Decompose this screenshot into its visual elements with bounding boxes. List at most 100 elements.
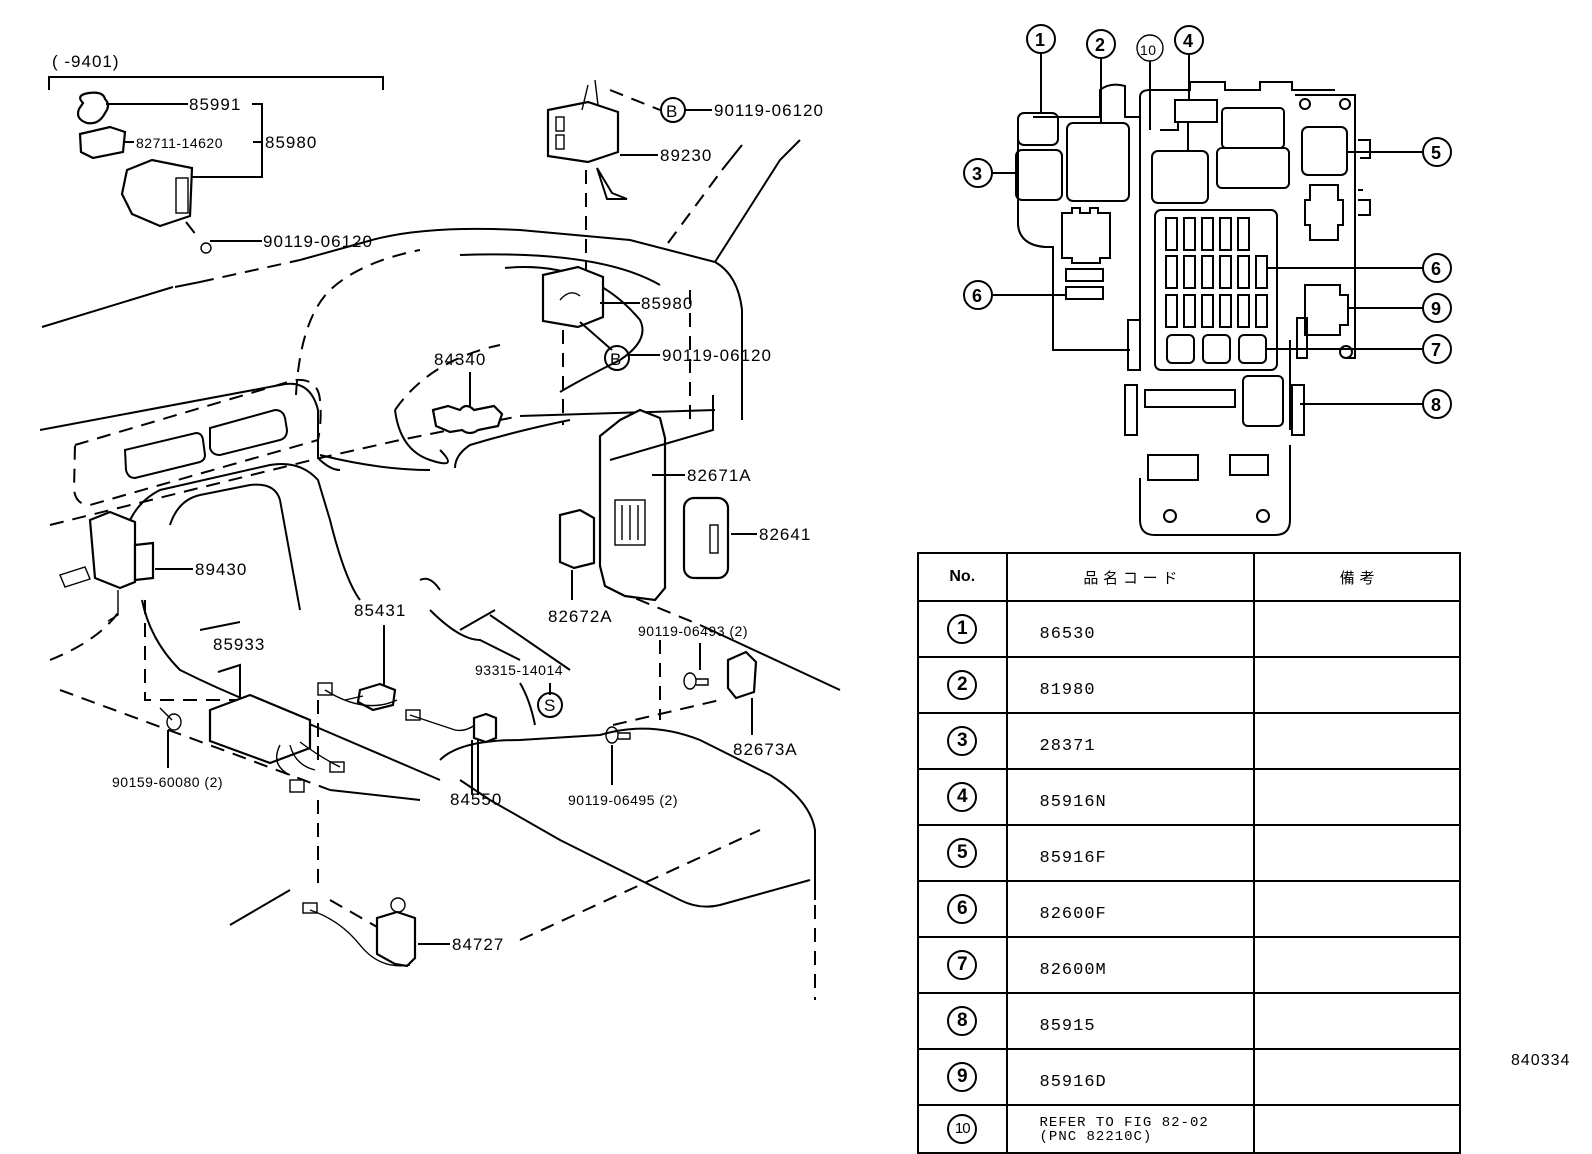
bolt-90159-60080 (159, 707, 182, 731)
part-code[interactable]: 85915 (1005, 992, 1256, 1050)
part-82711-14620-cover (78, 125, 127, 160)
bolt-90119-06495 (605, 726, 631, 744)
callout-84340[interactable]: 84340 (434, 350, 486, 369)
note (1253, 712, 1461, 770)
jb-callout-10[interactable]: 10 (1140, 42, 1157, 58)
part-85933-motor (208, 693, 345, 793)
callout-82641[interactable]: 82641 (759, 525, 811, 544)
row-number: 1 (947, 614, 978, 644)
row-number: 9 (947, 1062, 978, 1092)
jb-callout-5[interactable]: 5 (1431, 143, 1441, 163)
part-82641-ecu (682, 496, 730, 580)
date-range-note: ( -9401) (52, 52, 120, 71)
callout-85933[interactable]: 85933 (213, 635, 265, 654)
header-note: 備 考 (1253, 552, 1461, 602)
fuse-grid (1165, 217, 1268, 364)
part-code[interactable]: 85916F (1005, 824, 1256, 882)
callout-84550[interactable]: 84550 (450, 790, 502, 809)
note (1253, 992, 1461, 1050)
callout-82672A[interactable]: 82672A (548, 607, 613, 626)
table-row: 8 85915 (917, 992, 1461, 1050)
table-row: 2 81980 (917, 656, 1461, 714)
bolt-90119-06493 (683, 672, 709, 690)
legend-table: No. 品 名 コ ー ド 備 考 1 86530 2 81980 3 2837… (917, 552, 1461, 1154)
symbol-b-top: B (666, 102, 678, 121)
jb-callout-9[interactable]: 9 (1431, 299, 1441, 319)
note (1253, 656, 1461, 714)
jb-callout-3[interactable]: 3 (972, 164, 982, 184)
row-number: 3 (947, 726, 978, 756)
table-row: 10 REFER TO FIG 82-02 (PNC 82210C) (917, 1104, 1461, 1154)
part-85980-switch-mid (541, 265, 605, 329)
part-code[interactable]: 85916N (1005, 768, 1256, 826)
callout-90119-06493[interactable]: 90119-06493 (2) (638, 623, 748, 639)
part-code-reference[interactable]: REFER TO FIG 82-02 (PNC 82210C) (1005, 1104, 1256, 1154)
jb-callout-1[interactable]: 1 (1035, 30, 1045, 50)
reference-line-1: REFER TO FIG 82-02 (1039, 1115, 1209, 1131)
callout-85431[interactable]: 85431 (354, 601, 406, 620)
callout-90119-06120-a[interactable]: 90119-06120 (263, 232, 373, 251)
callout-85991[interactable]: 85991 (189, 95, 241, 114)
part-code[interactable]: 86530 (1005, 600, 1256, 658)
callout-90119-06120-c[interactable]: 90119-06120 (662, 346, 772, 365)
note (1253, 936, 1461, 994)
part-84727-relay (302, 897, 417, 968)
junction-block-detail (1015, 81, 1371, 536)
table-row: 5 85916F (917, 824, 1461, 882)
callout-89230[interactable]: 89230 (660, 146, 712, 165)
part-89230-relay (546, 79, 628, 200)
part-89430-sensor (59, 510, 155, 622)
part-84340-switch (431, 404, 504, 435)
callout-85980-top[interactable]: 85980 (265, 133, 317, 152)
part-84550-switch (405, 709, 498, 744)
symbol-b-mid: B (610, 350, 622, 369)
symbol-s-circle (537, 692, 563, 718)
part-85980-switch-body (120, 158, 194, 228)
jb-callout-6-left[interactable]: 6 (972, 286, 982, 306)
figure-id: 840334 (1511, 1052, 1571, 1069)
callout-84727[interactable]: 84727 (452, 935, 504, 954)
callout-82711-14620[interactable]: 82711-14620 (136, 135, 223, 151)
header-no: No. (917, 552, 1008, 602)
note (1253, 768, 1461, 826)
row-number: 5 (947, 838, 978, 868)
part-85431-switch (317, 682, 398, 712)
part-code[interactable]: 85916D (1005, 1048, 1256, 1106)
junction-callouts: 1 2 3 4 10 5 6 6 9 7 8 (963, 24, 1452, 419)
note (1253, 824, 1461, 882)
callout-93315-14014[interactable]: 93315-14014 (475, 662, 563, 678)
legend-header-row: No. 品 名 コ ー ド 備 考 (917, 552, 1461, 602)
table-row: 6 82600F (917, 880, 1461, 938)
row-number: 7 (947, 950, 978, 980)
part-code[interactable]: 82600F (1005, 880, 1256, 938)
row-number: 2 (947, 670, 978, 700)
row-number: 4 (947, 782, 978, 812)
table-row: 7 82600M (917, 936, 1461, 994)
row-number: 6 (947, 894, 978, 924)
date-bracket: ( -9401) (48, 52, 384, 90)
part-code[interactable]: 82600M (1005, 936, 1256, 994)
row-number: 8 (947, 1006, 978, 1036)
table-row: 3 28371 (917, 712, 1461, 770)
callout-82671A[interactable]: 82671A (687, 466, 752, 485)
note (1253, 880, 1461, 938)
note (1253, 600, 1461, 658)
callout-90119-06120-b[interactable]: 90119-06120 (714, 101, 824, 120)
callout-90159-60080[interactable]: 90159-60080 (2) (112, 774, 223, 790)
callout-89430[interactable]: 89430 (195, 560, 247, 579)
jb-callout-6-right[interactable]: 6 (1431, 259, 1441, 279)
bolt-symbol-b-mid (604, 345, 630, 371)
jb-callout-4[interactable]: 4 (1183, 31, 1193, 51)
callout-82673A[interactable]: 82673A (733, 740, 798, 759)
part-code[interactable]: 28371 (1005, 712, 1256, 770)
note (1253, 1104, 1461, 1154)
part-code[interactable]: 81980 (1005, 656, 1256, 714)
table-row: 9 85916D (917, 1048, 1461, 1106)
table-row: 4 85916N (917, 768, 1461, 826)
jb-callout-8[interactable]: 8 (1431, 395, 1441, 415)
callout-90119-06495[interactable]: 90119-06495 (2) (568, 792, 678, 808)
jb-callout-7[interactable]: 7 (1431, 340, 1441, 360)
callout-85980-mid[interactable]: 85980 (641, 294, 693, 313)
parts-diagram: ( -9401) 85991 85980 82711-14620 90119-0… (39, 24, 1452, 1000)
jb-callout-2[interactable]: 2 (1095, 35, 1105, 55)
